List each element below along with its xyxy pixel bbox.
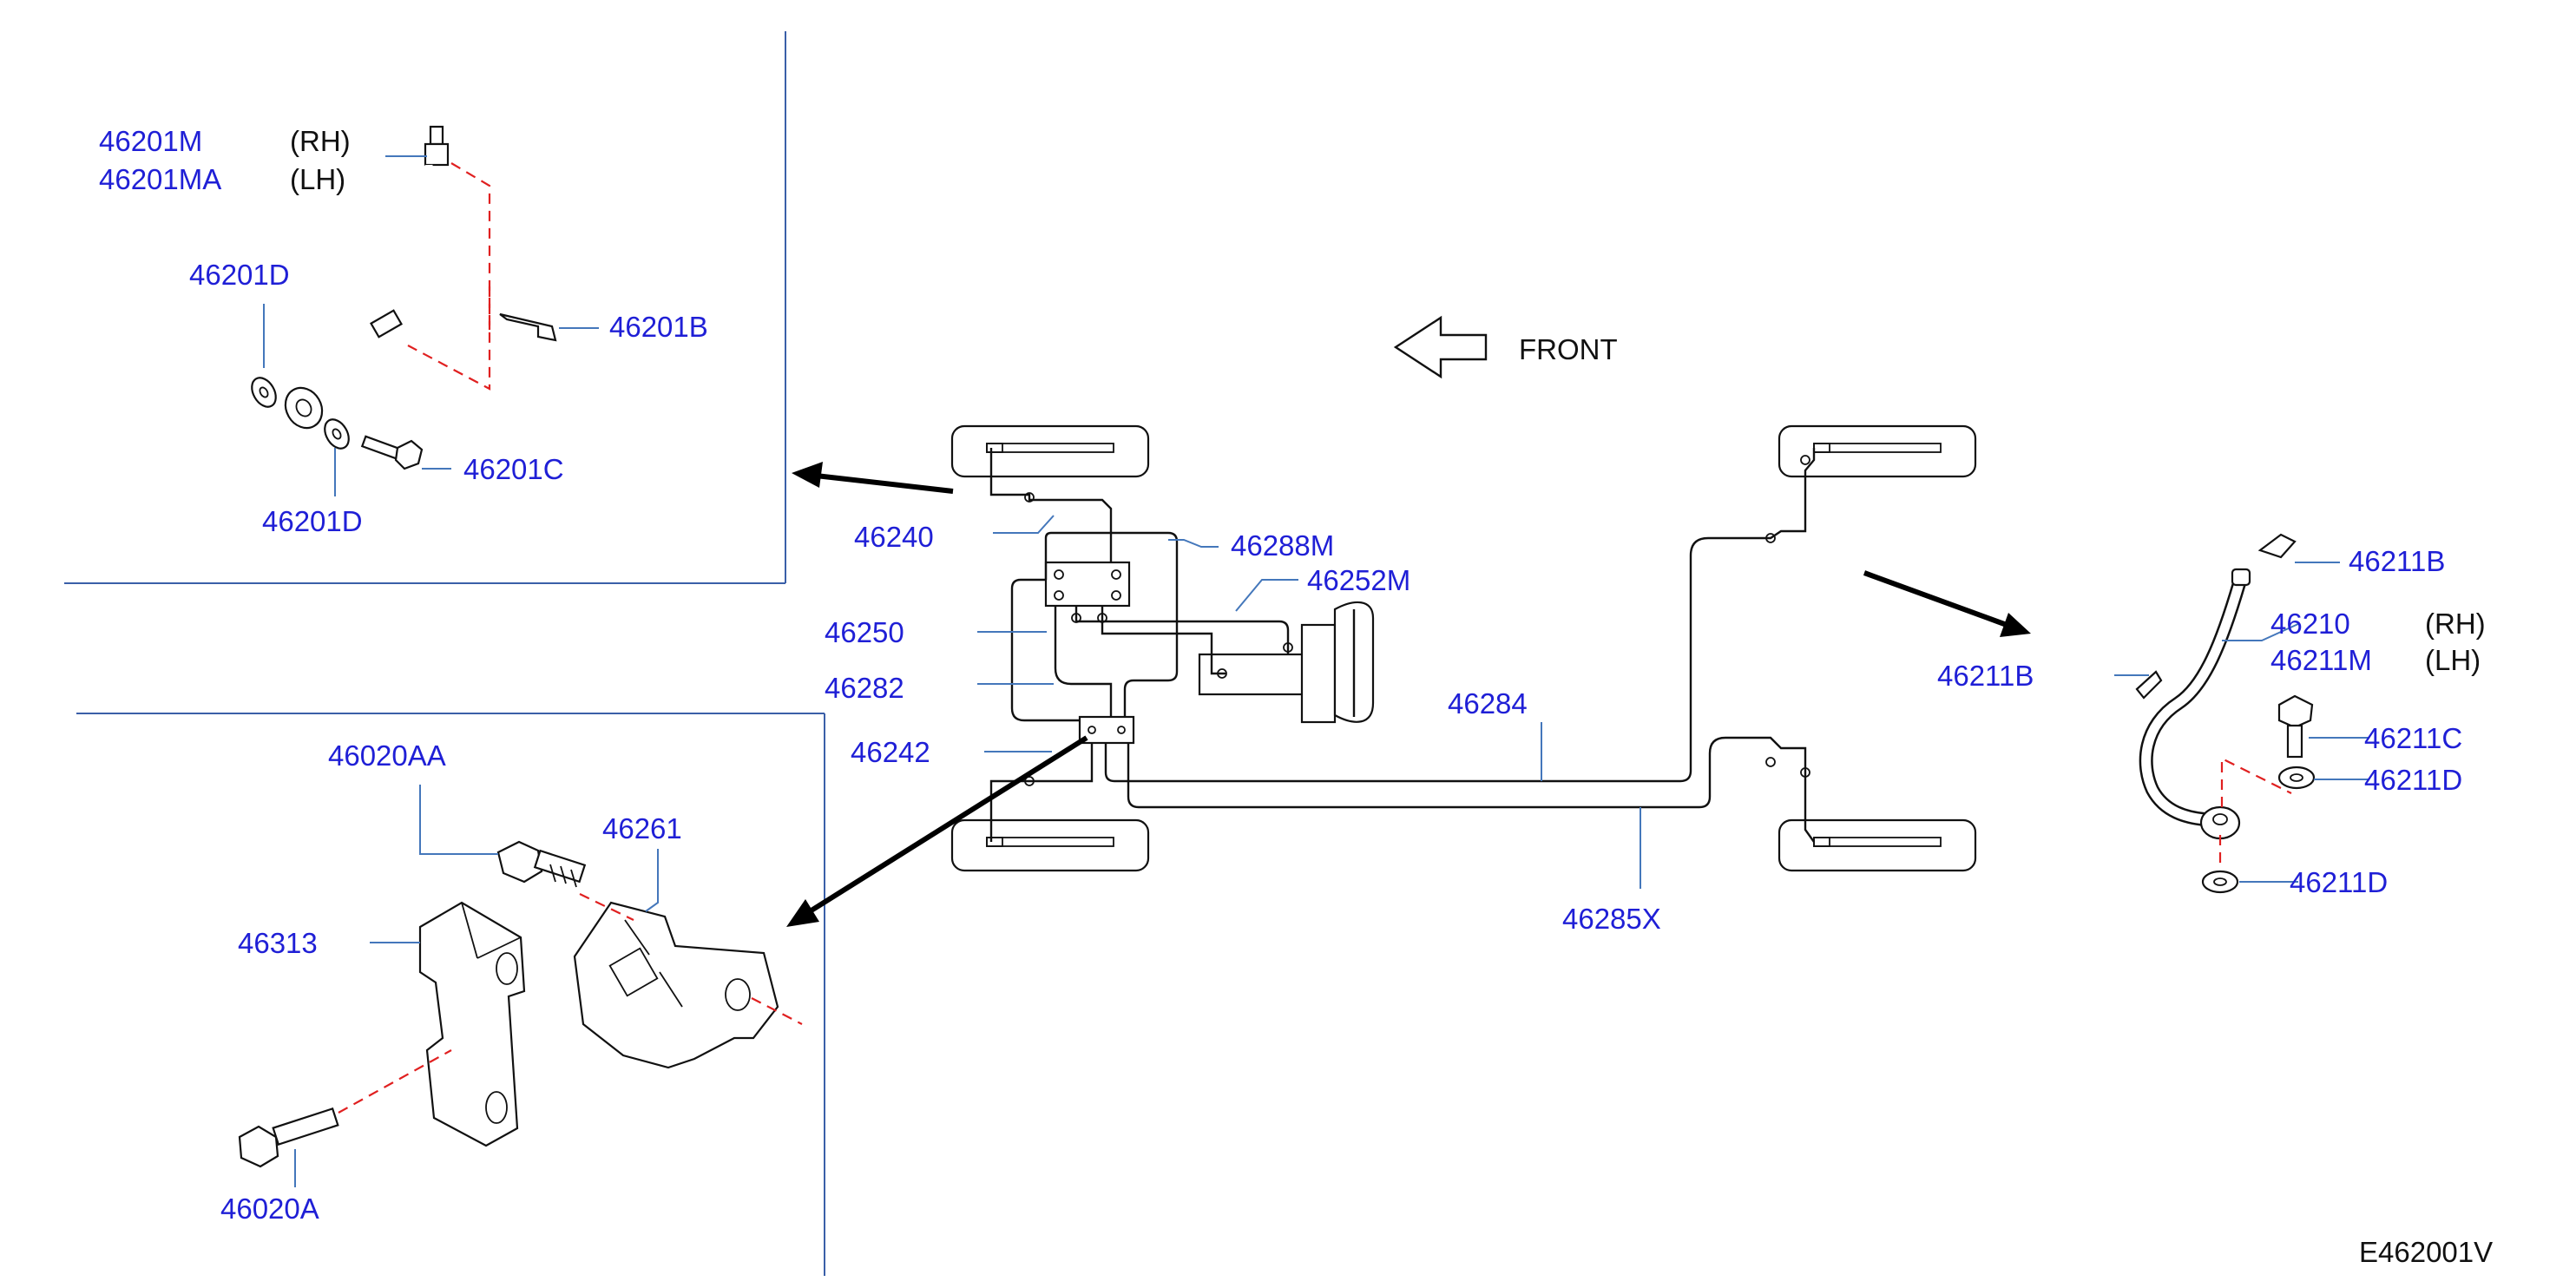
label-46240: 46240	[854, 521, 934, 553]
rear-hose-clip-top-icon	[2257, 533, 2297, 559]
label-46211D-upper: 46211D	[2364, 764, 2462, 796]
pointer-arrow-front-hose	[792, 462, 954, 494]
label-46288M: 46288M	[1231, 529, 1334, 562]
label-46201D-lower: 46201D	[262, 505, 363, 537]
label-46020A: 46020A	[220, 1193, 319, 1225]
brake-tubes	[989, 448, 1816, 843]
front-brake-hose	[284, 125, 450, 430]
rear-hose-red-guides	[2218, 757, 2292, 870]
front-hose-red-guides	[407, 162, 491, 391]
rear-brake-hose	[2139, 568, 2251, 840]
front-washer-upper-icon	[251, 377, 277, 408]
wheel-front-right	[950, 818, 1150, 872]
wheel-rear-right	[1778, 818, 1977, 872]
label-46211C: 46211C	[2364, 722, 2462, 754]
bracket-bolt-lower-icon	[238, 1107, 339, 1168]
label-46201D-upper: 46201D	[189, 259, 290, 291]
label-46211M: 46211M	[2270, 644, 2372, 676]
label-46261: 46261	[602, 812, 682, 844]
label-46210: 46210	[2270, 608, 2350, 640]
label-46201M: 46201M	[99, 125, 202, 157]
junction-block-upper	[1044, 561, 1131, 608]
front-arrow-icon	[1393, 315, 1488, 379]
label-46284: 46284	[1448, 687, 1528, 720]
label-46020AA: 46020AA	[328, 739, 446, 772]
front-label: FRONT	[1519, 333, 1618, 365]
junction-block-lower	[1078, 715, 1135, 745]
caliper-bracket-46313	[418, 901, 526, 1147]
leader-lines	[263, 155, 2369, 1187]
bracket-46261	[573, 901, 779, 1069]
label-rh-rear: (RH)	[2425, 608, 2486, 640]
label-46282: 46282	[825, 672, 904, 704]
label-46201B: 46201B	[609, 311, 708, 343]
rear-washer-upper-icon	[2277, 766, 2316, 790]
pointer-arrow-rear-hose	[1863, 570, 2031, 637]
bracket-bolt-upper-icon	[496, 840, 587, 888]
wheel-front-left	[950, 424, 1150, 478]
label-46252M: 46252M	[1307, 564, 1410, 596]
label-lh-front: (LH)	[290, 163, 345, 195]
label-46285X: 46285X	[1562, 903, 1661, 935]
label-46313: 46313	[238, 927, 318, 959]
front-hose-clip-icon	[499, 312, 557, 342]
inset-frame-front-hose	[64, 31, 786, 584]
inset-frame-bracket	[76, 713, 825, 1276]
label-46201MA: 46201MA	[99, 163, 221, 195]
drawing-code: E462001V	[2359, 1236, 2493, 1268]
label-rh-front: (RH)	[290, 125, 351, 157]
rear-hose-clip-left-icon	[2135, 670, 2163, 700]
label-46211D-lower: 46211D	[2290, 866, 2388, 898]
wheel-rear-left	[1778, 424, 1977, 478]
front-union-bolt-icon	[360, 435, 424, 470]
label-46211B-top: 46211B	[2349, 545, 2445, 577]
label-46201C: 46201C	[463, 453, 564, 485]
label-46242: 46242	[851, 736, 930, 768]
rear-washer-lower-icon	[2201, 870, 2239, 894]
label-46211B-left: 46211B	[1937, 660, 2034, 692]
pointer-arrow-bracket	[786, 735, 1088, 927]
label-lh-rear: (LH)	[2425, 644, 2481, 676]
bracket-red-guides	[338, 893, 803, 1114]
front-washer-lower-icon	[324, 418, 350, 450]
brake-booster	[1198, 601, 1375, 724]
rear-union-bolt-icon	[2277, 694, 2314, 759]
label-46250: 46250	[825, 616, 904, 648]
